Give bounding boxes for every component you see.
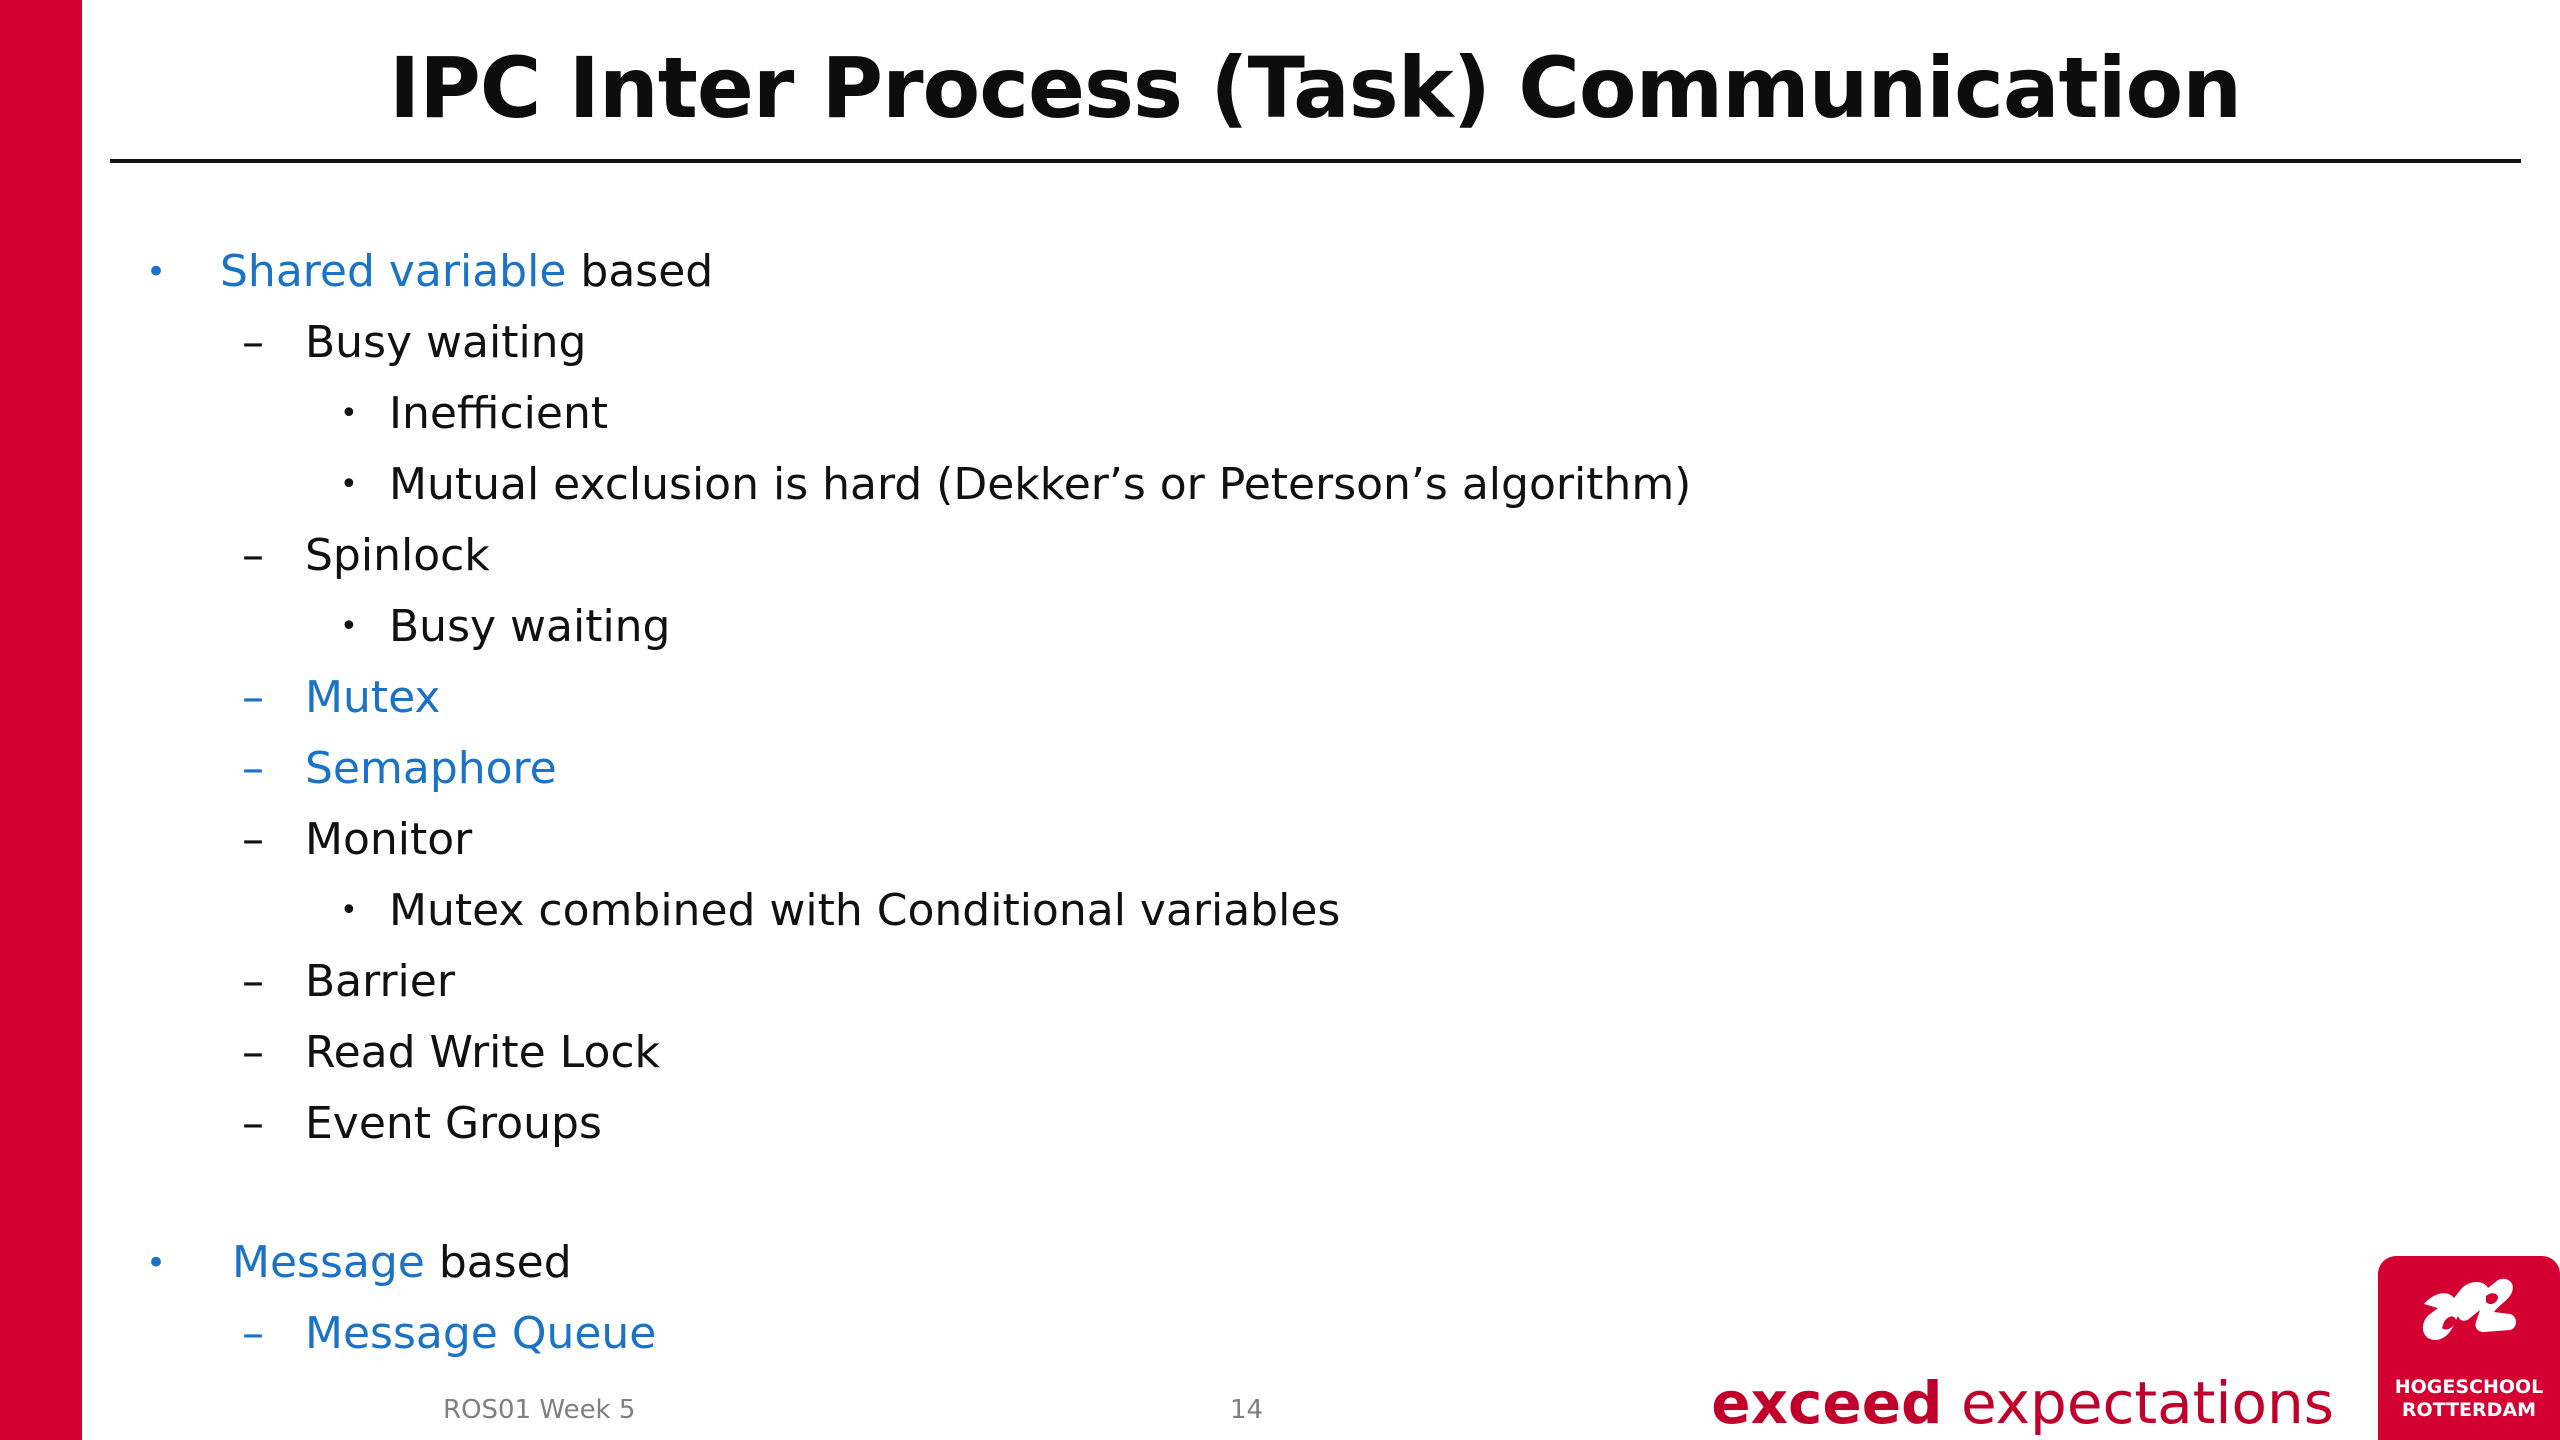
bullet-marker: • [146, 252, 167, 292]
tagline-rest: expectations [1942, 1369, 2334, 1437]
list-item-busy-waiting: Busy waiting [305, 317, 587, 368]
dash-marker: – [242, 1308, 264, 1359]
bullet-marker: • [340, 609, 358, 644]
list-item-inefficient: Inefficient [389, 388, 609, 439]
list-item-read-write-lock: Read Write Lock [305, 1027, 661, 1078]
tagline-bold: exceed [1711, 1369, 1943, 1437]
tagline: exceed expectations [1711, 1368, 2334, 1438]
message-term: Message [232, 1237, 425, 1288]
bullet-marker: • [146, 1243, 167, 1283]
logo-line-2: ROTTERDAM [2401, 1399, 2537, 1421]
footer-course: ROS01 Week 5 [443, 1395, 636, 1425]
dash-marker: – [242, 743, 264, 794]
left-red-band [0, 0, 82, 1440]
dash-marker: – [242, 1098, 264, 1149]
shared-variable-suffix: based [566, 246, 714, 297]
list-item-shared-variable: Shared variable based [220, 242, 713, 302]
message-suffix: based [424, 1237, 572, 1288]
list-item-semaphore: Semaphore [305, 743, 557, 794]
bullet-marker: • [340, 467, 358, 502]
bullet-marker: • [340, 396, 358, 431]
list-item-monitor-detail: Mutex combined with Conditional variable… [389, 885, 1341, 936]
title-underline [110, 159, 2521, 163]
dash-marker: – [242, 530, 264, 581]
hogeschool-rotterdam-logo-icon [2422, 1278, 2516, 1341]
dash-marker: – [242, 317, 264, 368]
list-item-spinlock-busy-waiting: Busy waiting [389, 601, 671, 652]
list-item-spinlock: Spinlock [305, 530, 490, 581]
list-item-barrier: Barrier [305, 956, 455, 1007]
list-item-message-queue: Message Queue [305, 1308, 657, 1359]
dash-marker: – [242, 814, 264, 865]
dash-marker: – [242, 672, 264, 723]
list-item-message-based: Message based [232, 1233, 572, 1293]
dash-marker: – [242, 956, 264, 1007]
list-item-monitor: Monitor [305, 814, 473, 865]
dash-marker: – [242, 1027, 264, 1078]
page-number: 14 [1230, 1395, 1264, 1425]
logo-line-1: HOGESCHOOL [2394, 1376, 2544, 1398]
list-item-mutex: Mutex [305, 672, 441, 723]
slide-title: IPC Inter Process (Task) Communication [388, 39, 2242, 137]
shared-variable-term: Shared variable [220, 246, 567, 297]
list-item-mutual-exclusion: Mutual exclusion is hard (Dekker’s or Pe… [389, 459, 1692, 510]
list-item-event-groups: Event Groups [305, 1098, 602, 1149]
hogeschool-rotterdam-logo: HOGESCHOOL ROTTERDAM [2378, 1256, 2560, 1440]
bullet-marker: • [340, 893, 358, 928]
